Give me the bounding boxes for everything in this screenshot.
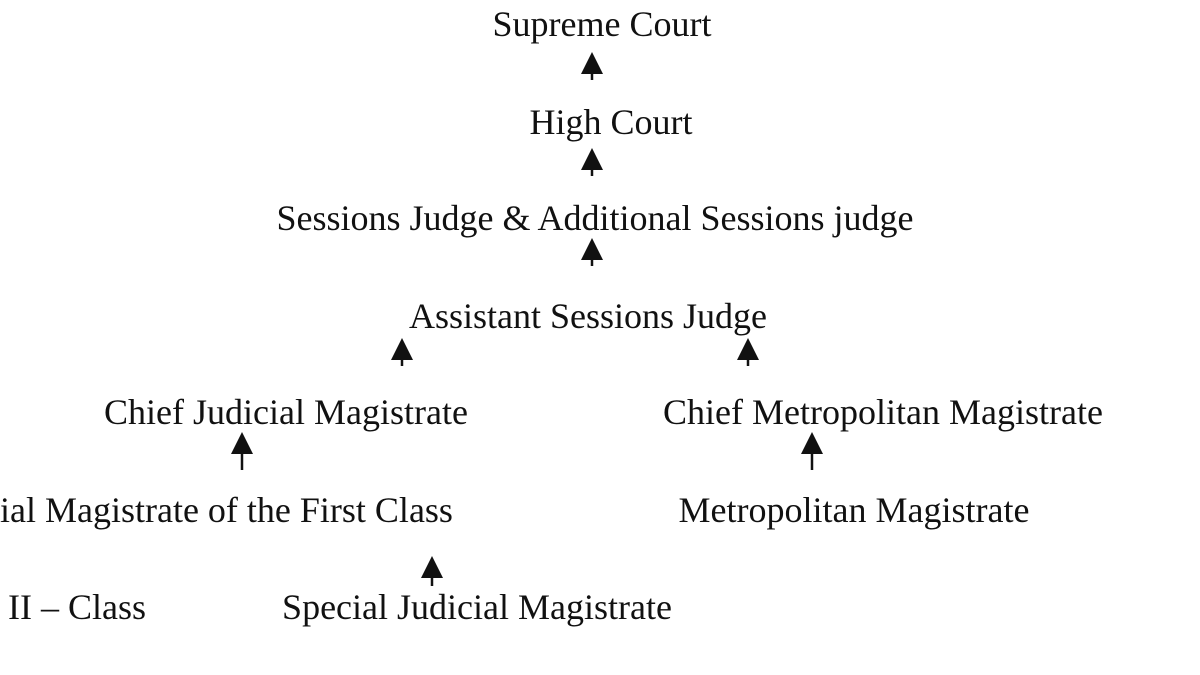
arrow-sessions-to-high [581, 148, 603, 176]
arrow-sjm-to-jmfc [421, 556, 443, 586]
arrow-jmfc-to-cjm [231, 432, 253, 470]
arrow-mm-to-cmm [801, 432, 823, 470]
node-sessions-judge: Sessions Judge & Additional Sessions jud… [276, 198, 913, 238]
arrow-cjm-to-assistant [391, 338, 413, 366]
node-judicial-magistrate-first-class: ial Magistrate of the First Class [0, 490, 453, 530]
node-assistant-sessions-judge: Assistant Sessions Judge [409, 296, 767, 336]
node-chief-metropolitan-magistrate: Chief Metropolitan Magistrate [663, 392, 1103, 432]
node-chief-judicial-magistrate: Chief Judicial Magistrate [104, 392, 468, 432]
arrow-cmm-to-assistant [737, 338, 759, 366]
node-high-court: High Court [529, 102, 692, 142]
arrow-assistant-to-sessions [581, 238, 603, 266]
arrow-high-to-supreme [581, 52, 603, 80]
node-special-judicial-magistrate: Special Judicial Magistrate [282, 587, 672, 627]
node-supreme-court: Supreme Court [493, 4, 712, 44]
node-second-class: II – Class [8, 587, 146, 627]
node-metropolitan-magistrate: Metropolitan Magistrate [679, 490, 1030, 530]
